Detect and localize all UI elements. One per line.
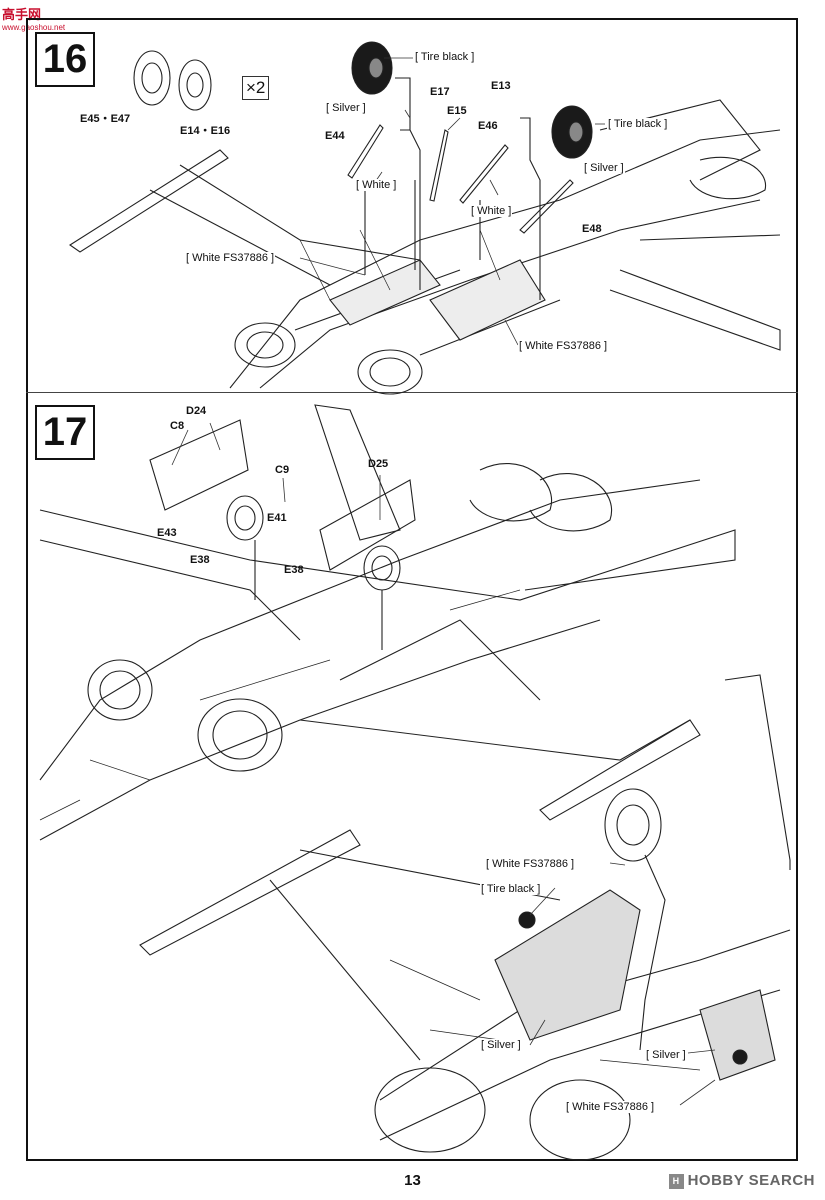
hobbysearch-logo-icon: H <box>668 1173 684 1189</box>
paint-note: [ Silver ] <box>480 1039 522 1051</box>
paint-note: [ White FS37886 ] <box>565 1101 656 1113</box>
quantity-multiplier: ×2 <box>242 76 270 100</box>
paint-note: [ Silver ] <box>325 102 367 114</box>
part-label: E48 <box>582 223 602 235</box>
part-label: E15 <box>447 105 467 117</box>
part-label: C9 <box>275 464 290 476</box>
part-label: E14・E16 <box>180 125 231 137</box>
part-label: E41 <box>267 512 287 524</box>
part-label: E46 <box>478 120 498 132</box>
paint-note: [ Silver ] <box>645 1049 687 1061</box>
step-divider <box>26 392 798 393</box>
paint-note: [ Silver ] <box>583 162 625 174</box>
paint-note: [ White ] <box>470 205 513 217</box>
page-frame <box>26 18 798 1161</box>
part-label: E38 <box>284 564 304 576</box>
step-17-number: 17 <box>35 405 95 460</box>
part-label: D24 <box>186 405 207 417</box>
part-label: E17 <box>430 86 450 98</box>
paint-note: [ White FS37886 ] <box>518 340 609 352</box>
part-label: D25 <box>368 458 389 470</box>
paint-note: [ Tire black ] <box>607 118 669 130</box>
source-name: HOBBY SEARCH <box>687 1172 815 1189</box>
part-label: C8 <box>170 420 185 432</box>
page-number: 13 <box>404 1172 421 1189</box>
paint-note: [ White FS37886 ] <box>185 252 276 264</box>
part-label: E13 <box>491 80 511 92</box>
paint-note: [ White FS37886 ] <box>485 858 576 870</box>
paint-note: [ Tire black ] <box>414 51 476 63</box>
step-16-number: 16 <box>35 32 95 87</box>
part-label: E38 <box>190 554 210 566</box>
paint-note: [ Tire black ] <box>480 883 542 895</box>
part-label: E43 <box>157 527 177 539</box>
paint-note: [ White ] <box>355 179 398 191</box>
part-label: E44 <box>325 130 345 142</box>
watermark-site-url: www.gaoshou.net <box>2 23 66 32</box>
part-label: E45・E47 <box>80 113 131 125</box>
